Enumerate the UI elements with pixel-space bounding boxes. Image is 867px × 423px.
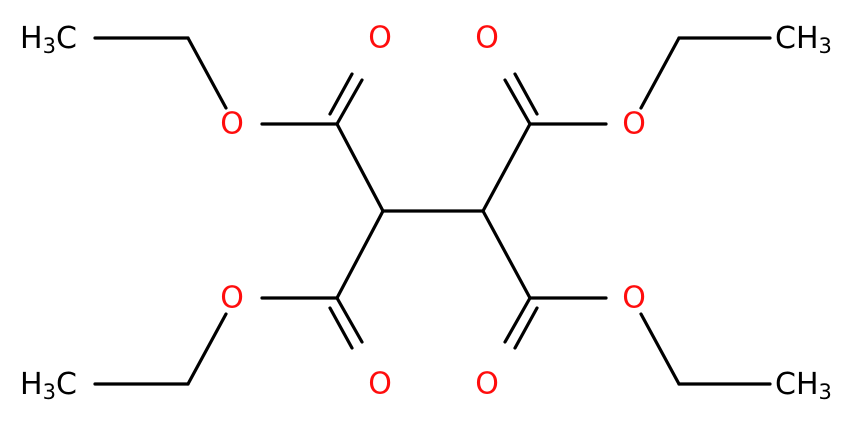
bond-double-co-bl-b: [328, 306, 354, 350]
oxygen-ether-top-right: O: [622, 107, 646, 142]
methyl-label-bottom-left: H3C: [20, 367, 77, 405]
bond-oether-ch2-bl: [186, 312, 228, 386]
bond-double-co-bl-a: [335, 296, 364, 344]
bond-ch-right-to-carbonyl-tr: [481, 122, 532, 213]
methyl-label-top-right: CH3: [775, 21, 832, 59]
oxygen-carbonyl-bottom-left: O: [368, 367, 392, 402]
methyl-label-top-left: H3C: [20, 21, 77, 59]
methyl-label-bottom-right: CH3: [775, 367, 832, 405]
oxygen-carbonyl-bottom-right: O: [475, 367, 499, 402]
oxygen-ether-bottom-right: O: [622, 281, 646, 316]
bond-oether-ch2-br: [639, 312, 681, 386]
oxygen-carbonyl-top-right: O: [475, 21, 499, 56]
bond-double-co-br-b: [513, 306, 539, 350]
bond-double-co-tr-b: [513, 72, 539, 116]
oxygen-carbonyl-top-left: O: [368, 21, 392, 56]
atom-labels: H3C H3C CH3 CH3 O O O O O O O O: [20, 21, 832, 405]
oxygen-ether-bottom-left: O: [220, 281, 244, 316]
bond-oether-ch2-tl: [186, 36, 228, 110]
bond-double-co-tl-a: [335, 78, 364, 126]
bond-ch-left-to-carbonyl-bl: [335, 209, 385, 300]
bond-double-co-tr-a: [503, 78, 532, 126]
bonds: [93, 36, 772, 386]
bond-oether-ch2-tr: [639, 36, 681, 110]
bond-double-co-tl-b: [328, 72, 354, 116]
oxygen-ether-top-left: O: [220, 107, 244, 142]
bond-ch-left-to-carbonyl-tl: [335, 122, 385, 213]
bond-double-co-br-a: [503, 296, 532, 344]
bond-ch-right-to-carbonyl-br: [481, 209, 532, 300]
